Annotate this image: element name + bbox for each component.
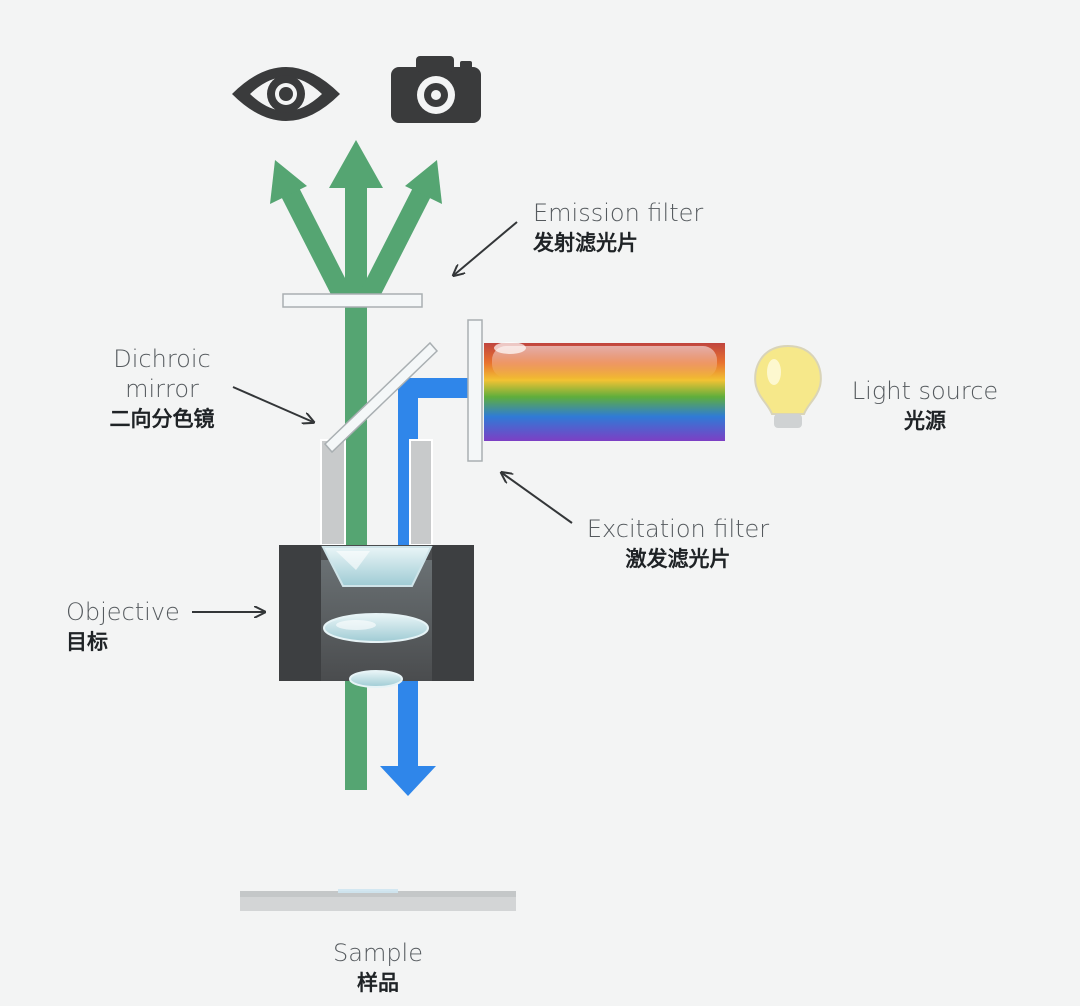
dichroic-mirror-label-zh: 二向分色镜 bbox=[109, 407, 215, 431]
objective-label: Objective 目标 bbox=[66, 597, 180, 657]
dichroic-mirror-label: Dichroic mirror 二向分色镜 bbox=[100, 344, 224, 434]
dichroic-mirror-pointer bbox=[232, 386, 313, 422]
emission-filter-label: Emission filter 发射滤光片 bbox=[533, 198, 703, 258]
dichroic-mirror-label-en-line1: Dichroic bbox=[113, 345, 211, 373]
emission-filter-label-zh: 发射滤光片 bbox=[533, 231, 638, 255]
excitation-filter-label-en: Excitation filter bbox=[586, 515, 770, 543]
sample-label-en: Sample bbox=[333, 939, 423, 967]
light-bulb-icon bbox=[754, 344, 822, 428]
excitation-filter-label: Excitation filter 激发滤光片 bbox=[578, 514, 778, 574]
dichroic-mirror bbox=[323, 341, 439, 454]
dichroic-mirror-label-en-line2: mirror bbox=[125, 375, 199, 403]
sample-label: Sample 样品 bbox=[318, 938, 438, 998]
light-spectrum bbox=[484, 342, 725, 441]
objective-label-zh: 目标 bbox=[66, 630, 108, 654]
sample-slide bbox=[240, 889, 516, 911]
excitation-filter bbox=[467, 319, 483, 462]
light-source-label-zh: 光源 bbox=[904, 409, 946, 433]
emission-filter-pointer bbox=[454, 221, 518, 275]
camera-icon bbox=[391, 56, 481, 123]
emission-filter-label-en: Emission filter bbox=[533, 199, 704, 227]
excitation-filter-label-zh: 激发滤光片 bbox=[625, 547, 731, 571]
objective-tube bbox=[320, 439, 433, 546]
sample-label-zh: 样品 bbox=[357, 971, 399, 995]
light-source-label-en: Light source bbox=[851, 377, 999, 405]
light-source-label: Light source 光源 bbox=[840, 376, 1010, 436]
eye-icon bbox=[232, 67, 340, 121]
emission-filter bbox=[282, 293, 423, 308]
objective-label-en: Objective bbox=[66, 598, 180, 626]
excitation-filter-pointer bbox=[502, 473, 573, 524]
objective-body bbox=[279, 545, 474, 688]
